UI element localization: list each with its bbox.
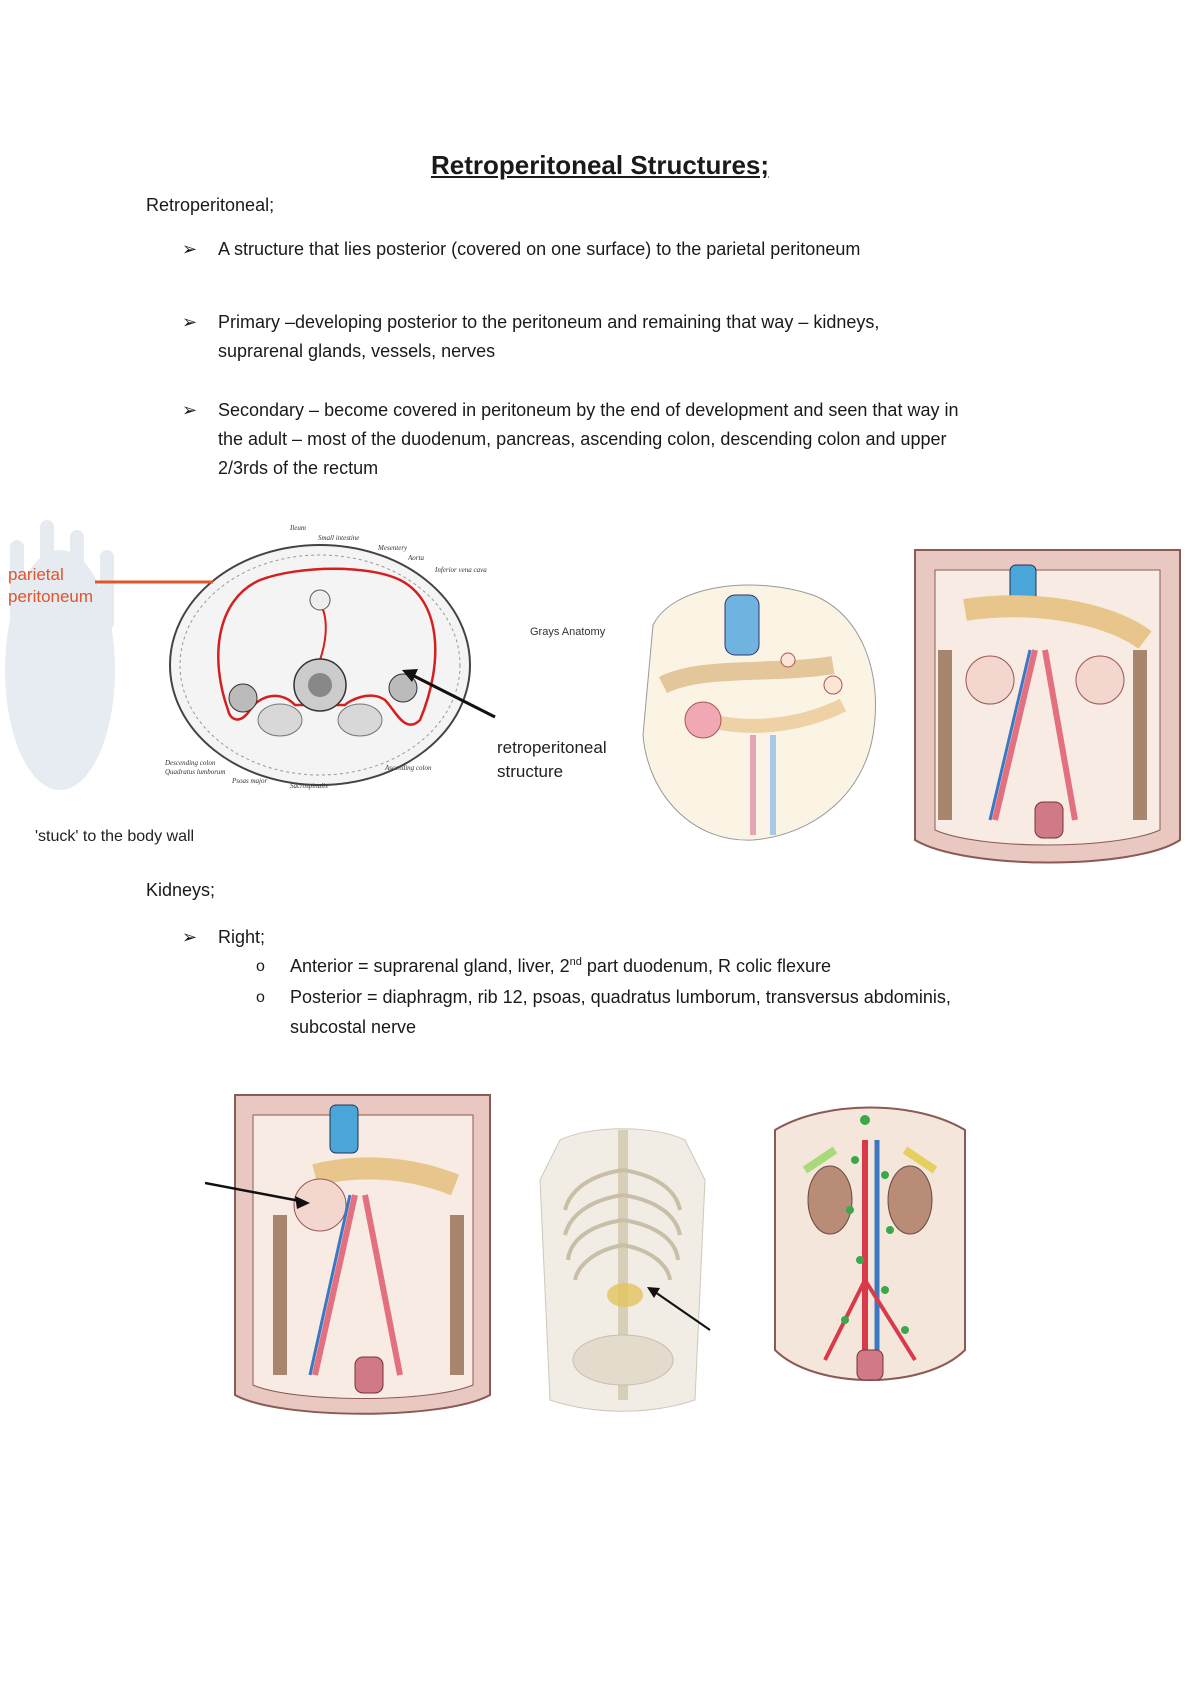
duodenum-sketch-figure <box>642 584 876 841</box>
tiny-label: Ascending colon <box>384 764 432 772</box>
arrow-bullet-icon: ➢ <box>182 239 198 259</box>
arrow-bullet-icon: ➢ <box>182 927 198 947</box>
circle-bullet-icon: o <box>256 989 265 1006</box>
stuck-label: 'stuck' to the body wall <box>35 828 194 845</box>
kidneys-heading: Kidneys; <box>146 880 216 900</box>
right-kidney-label: Right; <box>218 927 266 947</box>
cross-section-figure: parietal peritoneum retroperitoneal stru… <box>5 520 607 845</box>
tiny-label: Ileum <box>289 524 306 532</box>
grays-anatomy-label: Grays Anatomy <box>530 626 606 638</box>
circle-bullet-icon: o <box>256 958 265 975</box>
retro-label-2: structure <box>497 762 563 781</box>
skeleton-posterior-figure <box>539 1128 711 1412</box>
tiny-label: Small intestine <box>318 534 359 542</box>
kidney-anterior-figure <box>205 1094 491 1415</box>
tiny-label: Descending colon <box>164 759 216 767</box>
arrow-bullet-icon: ➢ <box>182 400 198 420</box>
bullet-secondary-line1: Secondary – become covered in peritoneum… <box>218 400 959 420</box>
tiny-label: Psoas major <box>231 777 267 785</box>
bullet-secondary-line2: the adult – most of the duodenum, pancre… <box>218 429 947 449</box>
bullet-definition: A structure that lies posterior (covered… <box>218 239 861 259</box>
anterior-relations: Anterior = suprarenal gland, liver, 2nd … <box>290 956 832 976</box>
retro-label-1: retroperitoneal <box>497 738 607 757</box>
retroperitoneal-heading: Retroperitoneal; <box>146 195 275 215</box>
bullet-primary-line2: suprarenal glands, vessels, nerves <box>218 341 496 361</box>
arrow-bullet-icon: ➢ <box>182 312 198 332</box>
tiny-label: Mesentery <box>377 544 408 552</box>
tiny-label: Inferior vena cava <box>434 566 487 574</box>
kidneys-vessels-figure <box>774 1106 966 1381</box>
tiny-label: Quadratus lumborum <box>165 768 225 776</box>
posterior-abdominal-wall-figure <box>914 549 1181 864</box>
parietal-label-1: parietal <box>8 565 64 584</box>
tiny-label: Sacrospinalis <box>290 782 328 790</box>
bullet-primary-line1: Primary –developing posterior to the per… <box>218 312 880 332</box>
parietal-label-2: peritoneum <box>8 587 93 606</box>
tiny-label: Aorta <box>407 554 424 562</box>
bullet-secondary-line3: 2/3rds of the rectum <box>218 458 379 478</box>
posterior-relations-line1: Posterior = diaphragm, rib 12, psoas, qu… <box>290 987 951 1007</box>
posterior-relations-line2: subcostal nerve <box>290 1017 417 1037</box>
page-title: Retroperitoneal Structures; <box>430 150 770 180</box>
